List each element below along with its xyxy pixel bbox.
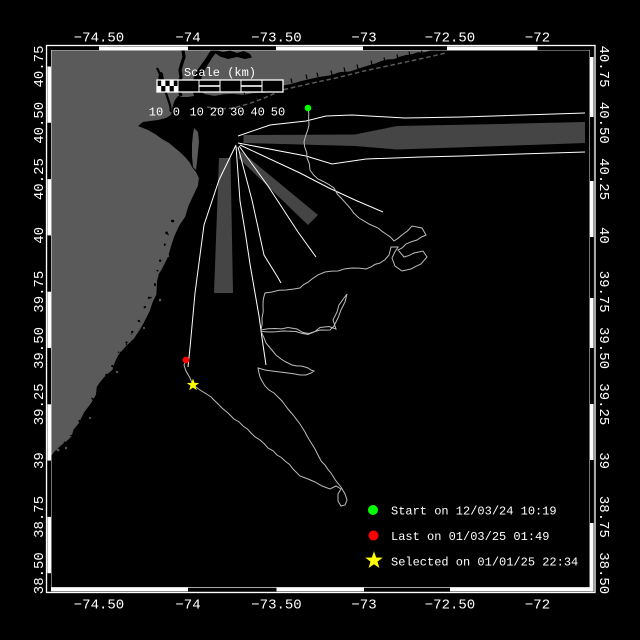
svg-text:39.75: 39.75 <box>595 271 611 313</box>
svg-text:−73: −73 <box>351 598 376 614</box>
svg-text:40.75: 40.75 <box>595 45 611 87</box>
svg-text:39.75: 39.75 <box>32 271 48 313</box>
svg-text:38.50: 38.50 <box>32 552 48 594</box>
svg-text:Scale (km): Scale (km) <box>184 66 256 80</box>
svg-text:30: 30 <box>230 106 244 120</box>
svg-text:−73.50: −73.50 <box>251 31 301 47</box>
svg-text:40.25: 40.25 <box>32 158 48 200</box>
svg-text:20: 20 <box>210 106 224 120</box>
svg-text:Start on 12/03/24 10:19: Start on 12/03/24 10:19 <box>391 505 557 519</box>
svg-text:−74.50: −74.50 <box>74 598 124 614</box>
svg-text:Selected on 01/01/25 22:34: Selected on 01/01/25 22:34 <box>391 556 578 570</box>
svg-text:−72.50: −72.50 <box>425 31 475 47</box>
svg-text:Last on 01/03/25 01:49: Last on 01/03/25 01:49 <box>391 530 549 544</box>
svg-text:10: 10 <box>189 106 203 120</box>
svg-text:40: 40 <box>595 227 611 244</box>
svg-text:39.25: 39.25 <box>32 383 48 425</box>
svg-text:−72: −72 <box>525 31 550 47</box>
svg-text:38.75: 38.75 <box>595 496 611 538</box>
svg-text:50: 50 <box>271 106 285 120</box>
svg-text:38.75: 38.75 <box>32 496 48 538</box>
svg-text:39.50: 39.50 <box>32 327 48 369</box>
svg-text:40.25: 40.25 <box>595 158 611 200</box>
svg-text:−74: −74 <box>175 598 200 614</box>
svg-text:38.50: 38.50 <box>595 552 611 594</box>
svg-text:39: 39 <box>595 452 611 469</box>
svg-text:39.50: 39.50 <box>595 327 611 369</box>
svg-text:39: 39 <box>32 452 48 469</box>
svg-text:−74.50: −74.50 <box>74 31 124 47</box>
svg-text:10: 10 <box>149 106 163 120</box>
svg-text:40.50: 40.50 <box>595 102 611 144</box>
svg-text:40.50: 40.50 <box>32 102 48 144</box>
svg-text:−72: −72 <box>525 598 550 614</box>
svg-text:−73: −73 <box>351 31 376 47</box>
svg-text:40.75: 40.75 <box>32 45 48 87</box>
svg-text:39.25: 39.25 <box>595 383 611 425</box>
svg-text:40: 40 <box>32 227 48 244</box>
svg-text:−72.50: −72.50 <box>425 598 475 614</box>
svg-text:−74: −74 <box>175 31 200 47</box>
svg-text:0: 0 <box>173 106 180 120</box>
svg-text:−73.50: −73.50 <box>251 598 301 614</box>
svg-text:40: 40 <box>250 106 264 120</box>
